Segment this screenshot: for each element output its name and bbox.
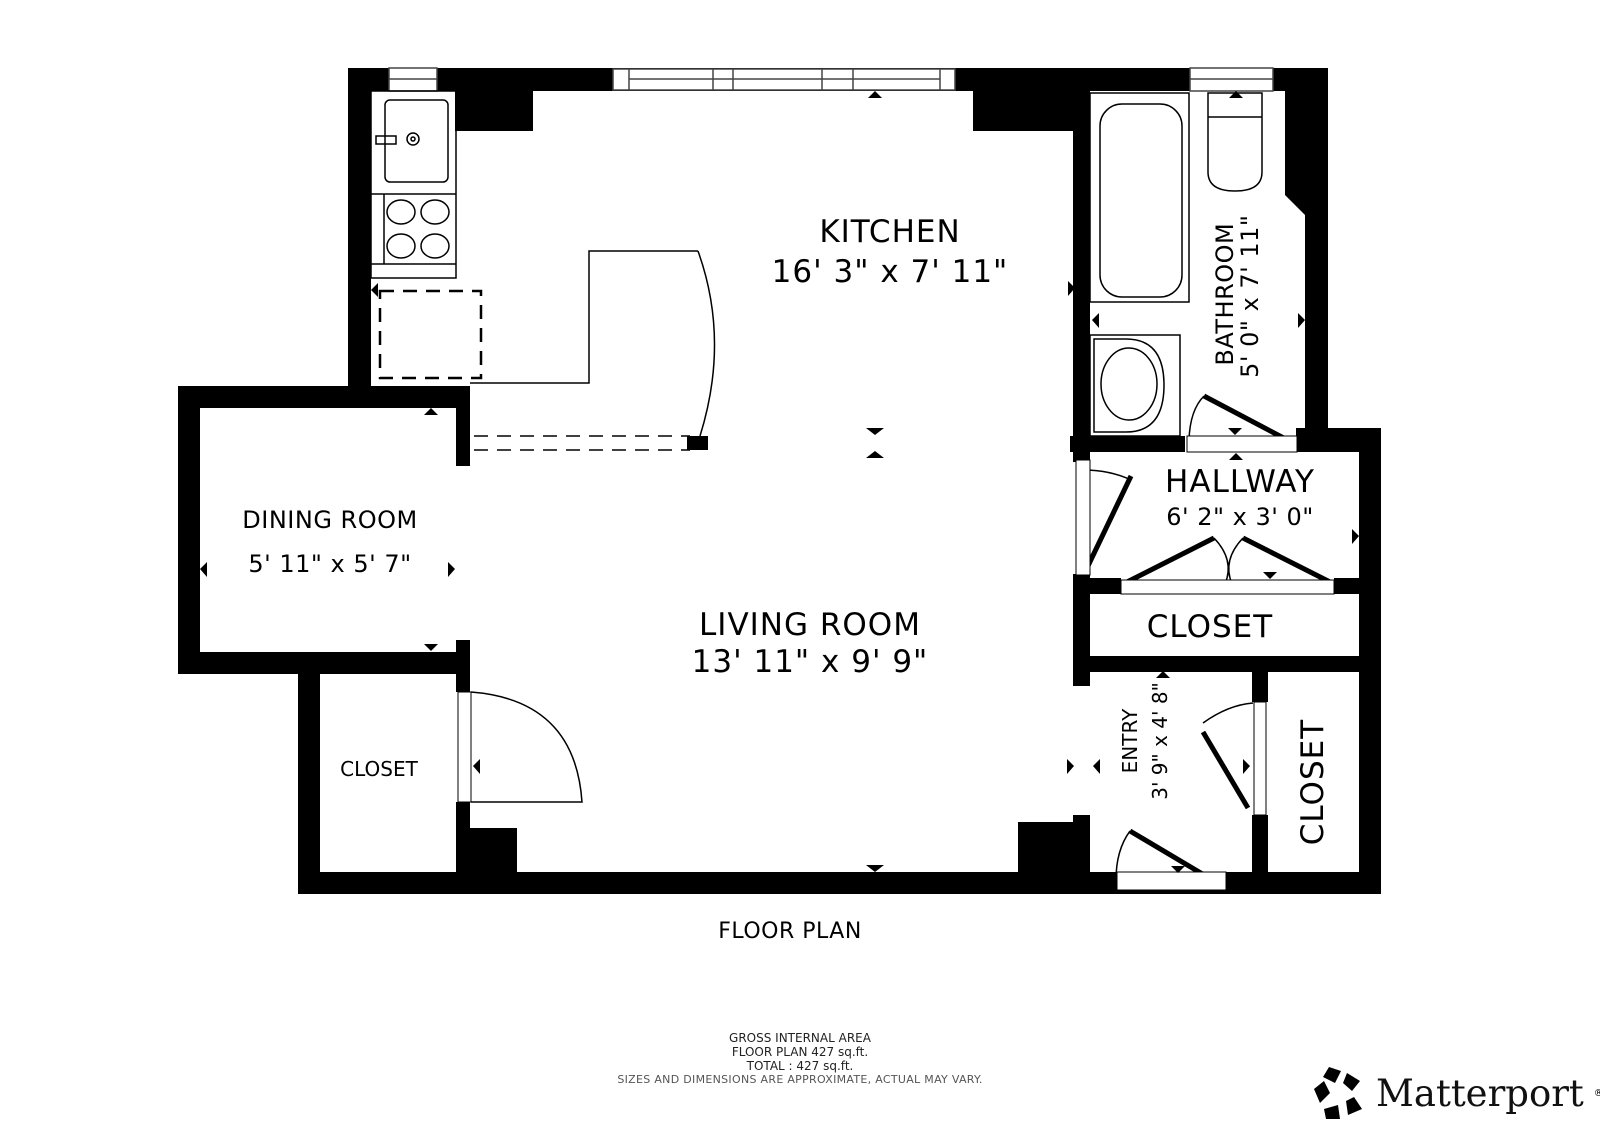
- room-hallway-name: HALLWAY: [1165, 464, 1315, 500]
- disclaimer: SIZES AND DIMENSIONS ARE APPROXIMATE, AC…: [617, 1073, 983, 1086]
- total-area: TOTAL : 427 sq.ft.: [746, 1059, 854, 1073]
- room-dining-dims: 5' 11" x 5' 7": [248, 550, 412, 578]
- room-living-dims: 13' 11" x 9' 9": [691, 644, 929, 680]
- area-summary: GROSS INTERNAL AREA FLOOR PLAN 427 sq.ft…: [0, 1031, 1600, 1087]
- room-dining-name: DINING ROOM: [242, 506, 418, 534]
- walls: [178, 68, 1381, 894]
- doors: [457, 393, 1335, 891]
- room-entry-dims: 3' 9" x 4' 8": [1148, 682, 1172, 800]
- matterport-logo-icon: [1314, 1067, 1362, 1119]
- room-kitchen-name: KITCHEN: [819, 214, 961, 250]
- room-closet-hall: CLOSET: [1146, 609, 1274, 645]
- brand-name: Matterport: [1376, 1071, 1584, 1115]
- windows: [388, 67, 1274, 92]
- plan-title: FLOOR PLAN: [718, 919, 862, 944]
- floor-plan-area: FLOOR PLAN 427 sq.ft.: [731, 1045, 869, 1059]
- registered-mark: ®: [1593, 1087, 1600, 1099]
- dimension-markers: [200, 91, 1359, 873]
- room-bathroom-name: BATHROOM: [1210, 222, 1239, 366]
- room-living-name: LIVING ROOM: [699, 607, 921, 643]
- kitchen-fixtures: [370, 90, 716, 451]
- room-hallway-dims: 6' 2" x 3' 0": [1166, 503, 1314, 531]
- matterport-brand: Matterport ®: [1310, 1065, 1600, 1121]
- room-kitchen-dims: 16' 3" x 7' 11": [771, 254, 1009, 290]
- bathroom-fixtures: [1089, 92, 1263, 437]
- room-closet-left: CLOSET: [340, 757, 418, 781]
- room-bathroom-dims: 5' 0" x 7' 11": [1235, 214, 1264, 378]
- room-entry-name: ENTRY: [1118, 708, 1142, 774]
- room-closet-entry: CLOSET: [1294, 718, 1331, 846]
- gross-area-heading: GROSS INTERNAL AREA: [729, 1031, 871, 1045]
